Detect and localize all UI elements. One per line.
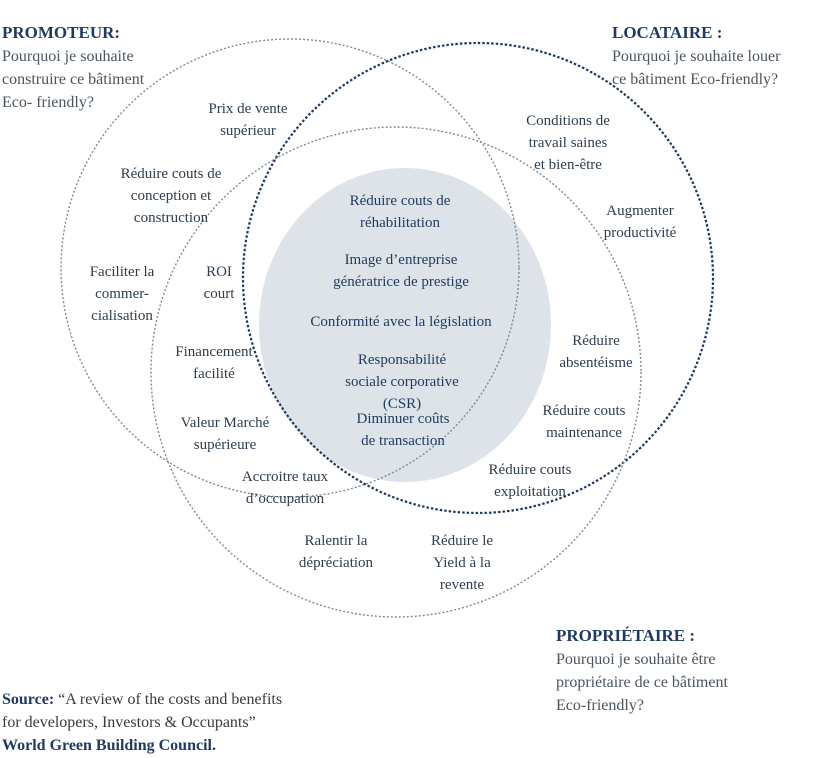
- locataire-question: Pourquoi je souhaite louer ce bâtiment E…: [612, 48, 781, 88]
- label-reduire-couts-maintenance: Réduire couts maintenance: [542, 403, 626, 441]
- center-conformite: Conformité avec la législation: [310, 314, 492, 330]
- source-line2: for developers, Investors & Occupants”: [2, 714, 256, 731]
- center-transaction: Diminuer coûts de transaction: [356, 411, 450, 449]
- proprietaire-question: Pourquoi je souhaite être propriétaire d…: [556, 651, 728, 714]
- source-prefix: Source:: [2, 691, 55, 708]
- promoteur-question: Pourquoi je souhaite construire ce bâtim…: [2, 48, 145, 111]
- source-note: Source: “A review of the costs and benef…: [2, 688, 282, 757]
- label-faciliter-commercialisation: Faciliter la commer- cialisation: [89, 264, 155, 324]
- label-accroitre-occupation: Accroitre taux d’occupation: [241, 469, 329, 507]
- center-rehabilitation: Réduire couts de réhabilitation: [349, 193, 451, 231]
- label-reduire-yield: Réduire le Yield à la revente: [430, 533, 494, 593]
- source-line1: “A review of the costs and benefits: [58, 691, 283, 708]
- label-augmenter-productivite: Augmenter productivité: [603, 203, 677, 241]
- center-image: Image d’entreprise génératrice de presti…: [333, 252, 469, 290]
- locataire-title: LOCATAIRE :: [612, 23, 723, 42]
- label-reduire-absenteisme: Réduire absentéisme: [559, 333, 633, 371]
- label-roi-court: ROI court: [203, 264, 235, 302]
- label-prix-vente: Prix de vente supérieur: [208, 101, 288, 139]
- proprietaire-circle: [150, 126, 642, 618]
- center-csr: Responsabilité sociale corporative (CSR): [345, 352, 459, 412]
- proprietaire-header: PROPRIÉTAIRE : Pourquoi je souhaite être…: [556, 601, 728, 740]
- label-reduire-couts-conception: Réduire couts de conception et construct…: [120, 166, 222, 226]
- proprietaire-title: PROPRIÉTAIRE :: [556, 626, 695, 645]
- promoteur-circle: [60, 38, 520, 498]
- promoteur-header: PROMOTEUR: Pourquoi je souhaite construi…: [2, 0, 144, 137]
- label-valeur-marche: Valeur Marché supérieure: [180, 415, 270, 453]
- label-financement-facilite: Financement facilité: [175, 344, 253, 382]
- source-org: World Green Building Council.: [2, 737, 216, 754]
- label-conditions-travail: Conditions de travail saines et bien-êtr…: [526, 113, 610, 173]
- label-reduire-couts-exploitation: Réduire couts exploitation: [488, 462, 572, 500]
- locataire-circle: [241, 41, 715, 515]
- promoteur-title: PROMOTEUR:: [2, 23, 121, 42]
- label-ralentir-depreciation: Ralentir la dépréciation: [298, 533, 374, 571]
- center-overlap-fill: [259, 168, 551, 482]
- locataire-header: LOCATAIRE : Pourquoi je souhaite louer c…: [612, 0, 780, 114]
